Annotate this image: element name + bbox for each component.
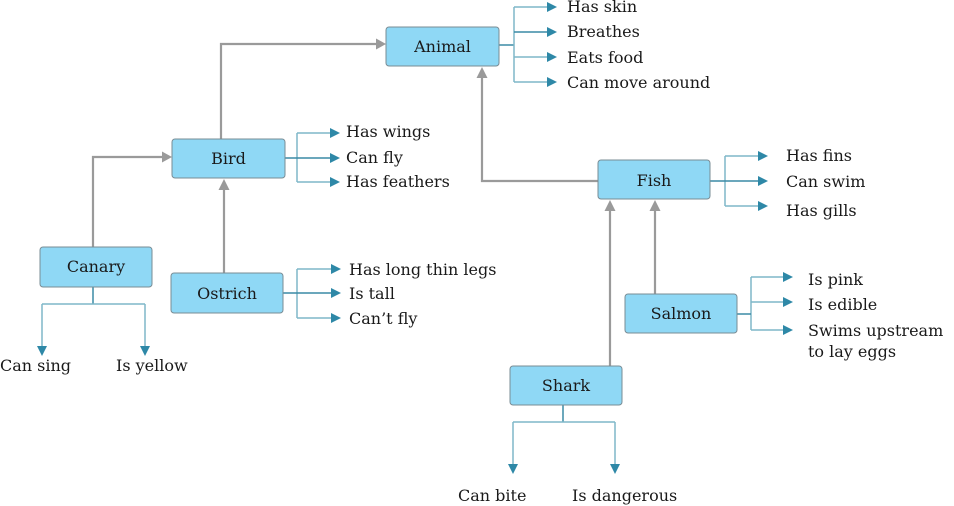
arrowhead-icon <box>547 27 557 37</box>
fish-properties: Has fins Can swim Has gills <box>786 146 865 220</box>
arrowhead-icon <box>330 177 340 187</box>
arrowhead-icon <box>758 201 768 211</box>
property-label: Has fins <box>786 146 852 165</box>
node-salmon: Salmon <box>624 293 738 334</box>
node-animal: Animal <box>385 26 500 67</box>
property-label: Can move around <box>567 73 710 92</box>
property-label: Is pink <box>808 270 863 289</box>
arrowhead-icon <box>547 2 557 12</box>
node-label: Fish <box>637 171 672 190</box>
canary-properties: Can sing Is yellow <box>0 356 188 375</box>
property-label: Can sing <box>0 356 71 375</box>
property-label: Eats food <box>567 48 643 67</box>
property-label: Has long thin legs <box>349 260 496 279</box>
arrowhead-icon <box>218 179 230 190</box>
property-label: Is dangerous <box>572 486 677 505</box>
isa-edges <box>91 38 661 366</box>
arrowhead-icon <box>610 464 620 474</box>
property-edges <box>37 2 793 474</box>
property-label: Has skin <box>567 0 637 16</box>
ostrich-properties: Has long thin legs Is tall Can’t fly <box>349 260 496 328</box>
arrowhead-icon <box>476 67 488 78</box>
property-label: Has wings <box>346 122 430 141</box>
node-label: Salmon <box>651 304 712 323</box>
node-shark: Shark <box>509 365 623 406</box>
node-fish: Fish <box>597 159 711 200</box>
shark-properties: Can bite Is dangerous <box>458 486 677 505</box>
arrowhead-icon <box>604 200 616 211</box>
property-label: Is yellow <box>116 356 188 375</box>
arrowhead-icon <box>162 151 172 163</box>
arrowhead-icon <box>758 176 768 186</box>
edge-bird-animal <box>219 42 377 139</box>
property-label: Can swim <box>786 172 865 191</box>
node-ostrich: Ostrich <box>170 272 284 314</box>
node-label: Bird <box>211 149 246 168</box>
arrowhead-icon <box>547 52 557 62</box>
arrowhead-icon <box>649 200 661 211</box>
arrowhead-icon <box>783 272 793 282</box>
property-label: Has gills <box>786 201 857 220</box>
property-label: Is edible <box>808 295 877 314</box>
property-label: Has feathers <box>346 172 450 191</box>
arrowhead-icon <box>331 264 341 274</box>
arrowhead-icon <box>330 128 340 138</box>
property-label: Can’t fly <box>349 309 417 328</box>
node-bird: Bird <box>171 138 286 179</box>
arrowhead-icon <box>508 464 518 474</box>
node-canary: Canary <box>39 246 153 288</box>
arrowhead-icon <box>37 346 47 356</box>
node-label: Canary <box>67 257 125 276</box>
property-label: Swims upstream <box>808 321 943 340</box>
arrowhead-icon <box>783 297 793 307</box>
edge-canary-bird <box>91 155 163 247</box>
property-label: Is tall <box>349 284 395 303</box>
animal-properties: Has skin Breathes Eats food Can move aro… <box>567 0 710 92</box>
arrowhead-icon <box>783 325 793 335</box>
arrowhead-icon <box>376 38 386 50</box>
bird-properties: Has wings Can fly Has feathers <box>346 122 450 191</box>
arrowhead-icon <box>140 346 150 356</box>
node-label: Ostrich <box>197 284 257 303</box>
property-label: to lay eggs <box>808 342 896 361</box>
arrowhead-icon <box>758 151 768 161</box>
node-label: Shark <box>542 376 590 395</box>
arrowhead-icon <box>331 313 341 323</box>
property-label: Can bite <box>458 486 526 505</box>
arrowhead-icon <box>331 288 341 298</box>
arrowhead-icon <box>330 153 340 163</box>
property-label: Breathes <box>567 22 640 41</box>
node-label: Animal <box>413 37 471 56</box>
arrowhead-icon <box>547 77 557 87</box>
salmon-properties: Is pink Is edible Swims upstream to lay … <box>808 270 943 361</box>
edge-fish-animal <box>480 77 598 183</box>
property-label: Can fly <box>346 148 403 167</box>
